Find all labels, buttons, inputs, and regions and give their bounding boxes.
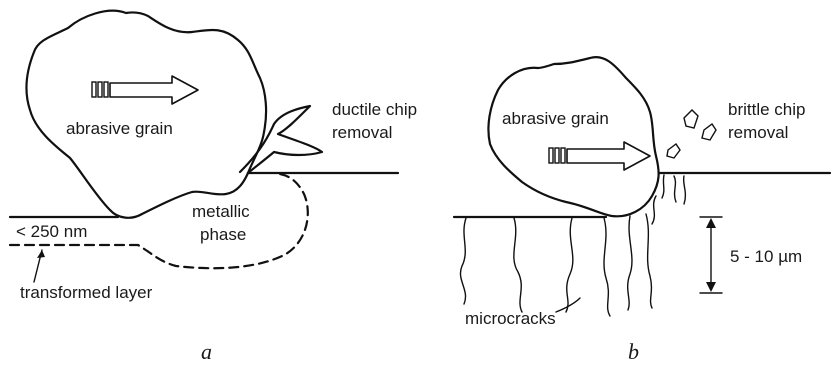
phase-label-line2: phase (200, 225, 246, 244)
grain-label-a: abrasive grain (66, 119, 173, 138)
depth-dimension (700, 217, 722, 293)
chip-label-a-line1: ductile chip (332, 100, 417, 119)
chip-label-b-line2: removal (728, 123, 788, 142)
depth-label: < 250 nm (16, 222, 87, 241)
caption-b: b (628, 339, 639, 364)
chip-fragment-1 (684, 110, 698, 128)
abrasive-grain-b (488, 57, 658, 216)
chip-fragment-3 (667, 144, 680, 158)
chip-fragment-2 (702, 124, 716, 140)
layer-label: transformed layer (20, 283, 153, 302)
caption-a: a (201, 339, 212, 364)
microcracks-label: microcracks (465, 309, 556, 328)
direction-arrow-a (92, 76, 198, 104)
microcracks (460, 214, 652, 316)
abrasive-grain-a (27, 11, 267, 218)
chip-label-b-line1: brittle chip (728, 100, 805, 119)
brittle-chips (667, 110, 716, 158)
panel-b: abrasive grain brittle chip removal 5 - … (454, 57, 830, 364)
chip-label-a-line2: removal (332, 123, 392, 142)
crack-depth-label: 5 - 10 µm (730, 247, 802, 266)
direction-arrow-b (549, 142, 650, 170)
panel-a: abrasive grain ductile chip removal meta… (10, 11, 417, 364)
grain-label-b: abrasive grain (502, 109, 609, 128)
phase-label-line1: metallic (192, 202, 250, 221)
